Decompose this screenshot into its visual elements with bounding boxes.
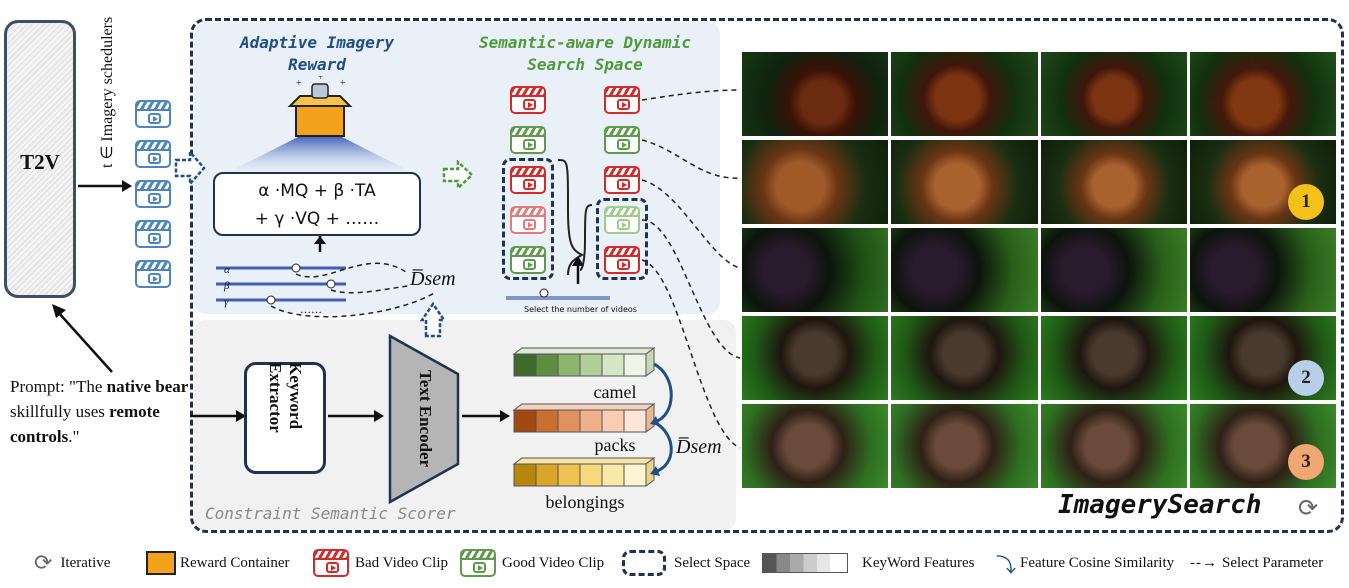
medal-1: 1 [1288, 184, 1324, 220]
legend-cosine: ⤵ Feature Cosine Similarity [996, 546, 1174, 580]
scheduler-clip [135, 100, 171, 128]
good-video-clip-icon [460, 549, 496, 577]
select-space-right [596, 198, 648, 280]
select-space-icon [622, 550, 666, 576]
bad-video-clip [604, 246, 640, 274]
legend-good-clip: Good Video Clip [460, 546, 604, 580]
video-frame [1189, 228, 1336, 312]
iterative-icon: ⟳ [34, 550, 53, 575]
scheduler-clip [135, 140, 171, 168]
video-row-2: 1 [742, 140, 1336, 224]
bad-video-clip [510, 166, 546, 194]
video-frame [742, 52, 889, 136]
arrow-up-from-scorer [420, 301, 446, 338]
legend-keyword-features: KeyWord Features [762, 546, 975, 580]
video-frame [742, 228, 889, 312]
arrow-to-search-space [442, 160, 474, 190]
video-row-5: 3 [742, 404, 1336, 488]
legend-select-param: --→ Select Parameter [1190, 554, 1324, 571]
search-space-title: Semantic-aware Dynamic Search Space [479, 33, 691, 74]
param-beta: β [224, 280, 230, 292]
prompt-text: Prompt: "The native bear skillfully uses… [10, 377, 189, 446]
video-row-3 [742, 228, 1336, 312]
bad-video-clip [510, 86, 546, 114]
t2v-arrows [52, 180, 132, 373]
scheduler-clip [135, 260, 171, 288]
scheduler-clip [135, 180, 171, 208]
reward-container-icon: + + + [225, 76, 415, 174]
bad-video-clip-icon [313, 549, 349, 577]
video-frame [891, 316, 1038, 400]
bad-video-clip [510, 206, 546, 234]
parameter-sliders [216, 236, 437, 318]
select-videos-label: Select the number of videos [524, 305, 637, 314]
video-frame [742, 404, 889, 488]
scheduler-clip [135, 220, 171, 248]
svg-text:+: + [340, 78, 346, 89]
good-video-clip [604, 206, 640, 234]
text-encoder-trapezoid [388, 334, 460, 504]
legend-bad-clip: Bad Video Clip [313, 546, 448, 580]
svg-text:+: + [318, 76, 323, 82]
param-alpha: α [224, 264, 230, 276]
bad-video-clip [604, 166, 640, 194]
imagery-search-frame [190, 18, 1344, 533]
t2v-label: T2V [20, 150, 60, 174]
text-encoder-label: Text Encoder [416, 370, 435, 468]
video-row-1 [742, 52, 1336, 136]
video-frame [891, 140, 1038, 224]
medal-2: 2 [1288, 360, 1324, 396]
keyword-extractor-box [244, 362, 326, 474]
keyword-features-icon [762, 553, 848, 573]
bad-video-clip [604, 86, 640, 114]
keyword-packs: packs [594, 435, 636, 455]
good-video-clip [510, 246, 546, 274]
param-gamma: γ [224, 296, 229, 308]
video-frame: 3 [1189, 404, 1336, 488]
video-frame [1040, 228, 1187, 312]
clip-to-row-connectors [641, 89, 741, 449]
video-frame [742, 316, 889, 400]
legend-iterative: ⟳ Iterative [34, 550, 111, 575]
good-video-clip [604, 126, 640, 154]
reward-formula: α ·MQ + β ·TA + γ ·VQ + …… [213, 172, 421, 236]
keyword-camel: camel [593, 382, 637, 402]
arrow-to-reward [174, 150, 206, 186]
video-frame: 1 [1189, 140, 1336, 224]
video-frame [1189, 52, 1336, 136]
legend-select-space: Select Space [622, 546, 750, 580]
dashed-arrow-icon: --→ [1190, 554, 1218, 571]
reward-container-icon [146, 551, 176, 575]
svg-text:+: + [296, 78, 302, 89]
video-row-4: 2 [742, 316, 1336, 400]
keyword-extractor-label: Keyword Extractor [266, 362, 305, 433]
video-frame [1040, 404, 1187, 488]
video-frame [1040, 52, 1187, 136]
imagery-search-title: ImagerySearch [1058, 490, 1262, 520]
d-sem-label-bottom: D̅sem [676, 436, 722, 458]
video-frame [891, 404, 1038, 488]
iterative-icon: ⟳ [1298, 496, 1319, 522]
adaptive-reward-title: Adaptive Imagery Reward [239, 33, 395, 74]
param-more: …… [300, 304, 322, 316]
search-space-connectors [506, 159, 610, 300]
keyword-belongings: belongings [545, 492, 625, 512]
keyword-feature-bars [512, 347, 673, 487]
curved-arrow-icon: ⤵ [996, 554, 1016, 577]
video-frame [1040, 140, 1187, 224]
legend-reward-container: Reward Container [146, 546, 290, 580]
video-frame [1040, 316, 1187, 400]
good-video-clip [510, 126, 546, 154]
video-frame [891, 228, 1038, 312]
video-frame [891, 52, 1038, 136]
scorer-arrows [190, 410, 510, 422]
scorer-title: Constraint Semantic Scorer [205, 504, 456, 523]
d-sem-label: D̅sem [410, 268, 456, 290]
medal-3: 3 [1288, 444, 1324, 480]
video-frame: 2 [1189, 316, 1336, 400]
t2v-model-box [4, 20, 76, 298]
select-space-left [502, 158, 554, 280]
video-frame [742, 140, 889, 224]
